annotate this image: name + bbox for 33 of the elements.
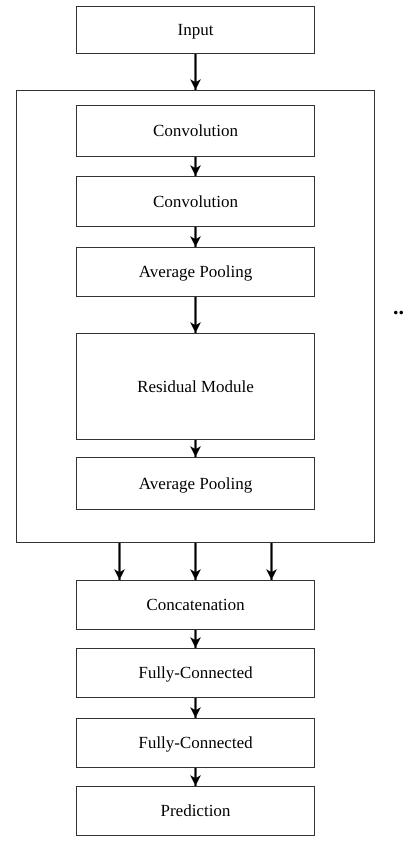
arrow bbox=[190, 227, 201, 247]
process-box bbox=[76, 333, 315, 440]
arrow bbox=[190, 157, 201, 176]
arrow bbox=[190, 630, 201, 648]
arrow bbox=[190, 297, 201, 333]
ellipsis-label: .. bbox=[393, 296, 404, 318]
process-box bbox=[76, 105, 315, 157]
arrow bbox=[114, 543, 125, 580]
process-box bbox=[76, 247, 315, 297]
box-label: Average Pooling bbox=[138, 472, 252, 494]
arrow bbox=[190, 440, 201, 457]
arrow bbox=[190, 768, 201, 786]
box-label: Concatenation bbox=[146, 594, 245, 616]
process-box bbox=[76, 6, 315, 54]
process-box bbox=[76, 580, 315, 630]
box-label: Fully-Connected bbox=[138, 732, 253, 754]
box-label: Convolution bbox=[152, 120, 238, 142]
process-box bbox=[76, 648, 315, 698]
box-label: Input bbox=[178, 19, 214, 41]
group-box bbox=[16, 90, 375, 543]
process-box bbox=[76, 718, 315, 768]
arrow bbox=[190, 543, 201, 580]
box-label: Residual Module bbox=[137, 376, 254, 398]
box-label: Average Pooling bbox=[138, 261, 252, 283]
box-label: Convolution bbox=[152, 190, 238, 212]
process-box bbox=[76, 457, 315, 510]
process-box bbox=[76, 786, 315, 836]
arrow bbox=[190, 54, 201, 90]
box-label: Fully-Connected bbox=[138, 662, 253, 684]
arrow bbox=[190, 698, 201, 718]
process-box bbox=[76, 176, 315, 227]
arrow bbox=[266, 543, 277, 580]
box-label: Prediction bbox=[160, 800, 230, 822]
